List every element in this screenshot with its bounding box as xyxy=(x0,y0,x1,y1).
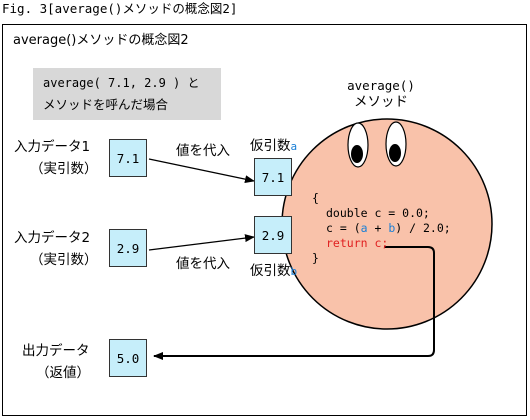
code-open-brace: { xyxy=(312,191,319,205)
param-b-text: 仮引数 xyxy=(250,263,291,279)
input2-sublabel: （実引数） xyxy=(30,252,98,268)
diagram-frame xyxy=(2,24,527,416)
input1-value-box: 7.1 xyxy=(109,139,147,177)
call-note: average( 7.1, 2.9 ) と メソッドを呼んだ場合 xyxy=(33,68,221,120)
code-line-2: c = (a + b) / 2.0; xyxy=(326,221,451,235)
call-note-line2: メソッドを呼んだ場合 xyxy=(43,97,169,112)
output-sublabel: （返値） xyxy=(36,365,90,381)
param-a-label: 仮引数a xyxy=(250,137,297,156)
assign-label-a: 値を代入 xyxy=(176,143,230,159)
param-a-text: 仮引数 xyxy=(250,138,291,154)
output-label: 出力データ xyxy=(22,343,90,359)
right-pupil xyxy=(389,144,401,162)
call-note-line1: average( 7.1, 2.9 ) と xyxy=(43,76,200,90)
method-code: { double c = 0.0;c = (a + b) / 2.0;return… xyxy=(312,191,451,266)
output-value-box: 5.0 xyxy=(109,339,147,377)
code-var-b: b xyxy=(388,221,396,235)
code-line-1: double c = 0.0; xyxy=(326,206,430,220)
left-pupil xyxy=(351,145,363,163)
param-a-value-box: 7.1 xyxy=(254,158,292,196)
assign-arrow-a xyxy=(148,158,255,184)
code-close-brace: } xyxy=(312,251,319,265)
return-arrow xyxy=(153,246,435,360)
input2-value-box: 2.9 xyxy=(109,229,147,267)
param-b-suffix: b xyxy=(290,265,298,278)
code-var-a: a xyxy=(360,221,368,235)
assign-label-b: 値を代入 xyxy=(176,256,230,272)
param-a-suffix: a xyxy=(290,140,298,153)
method-name: average() xyxy=(347,78,415,93)
input1-label: 入力データ1 xyxy=(14,139,91,155)
input1-sublabel: （実引数） xyxy=(30,161,98,177)
frame-title: average()メソッドの概念図2 xyxy=(13,33,189,48)
assign-arrow-b xyxy=(148,234,255,251)
code-line-return: return c; xyxy=(326,236,389,250)
param-b-value-box: 2.9 xyxy=(254,216,292,254)
figure-caption: Fig. 3[average()メソッドの概念図2] xyxy=(2,1,238,16)
method-kind: メソッド xyxy=(354,94,408,110)
param-b-label: 仮引数b xyxy=(250,262,297,281)
input2-label: 入力データ2 xyxy=(14,230,91,246)
